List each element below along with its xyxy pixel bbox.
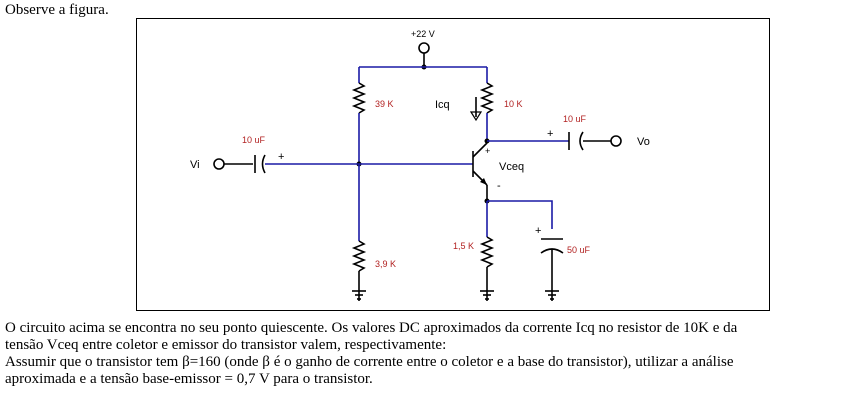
cout-plate-curved xyxy=(579,131,584,151)
question-line-4: aproximada e a tensão base-emissor = 0,7… xyxy=(5,371,373,387)
ground-ce-icon xyxy=(545,289,559,301)
ce-label: 50 uF xyxy=(567,245,591,255)
cin-plate-curved xyxy=(261,154,266,174)
vo-terminal xyxy=(610,135,622,147)
rc-resistor xyxy=(479,82,495,114)
re-label: 1,5 K xyxy=(453,241,474,251)
r1-label: 39 K xyxy=(375,99,394,109)
r2-resistor xyxy=(351,240,367,272)
rc-label: 10 K xyxy=(504,99,523,109)
cout-plus: + xyxy=(547,128,553,140)
emitter-to-ce-wire xyxy=(487,200,553,229)
icq-arrow-icon xyxy=(469,97,483,122)
header-text: Observe a figura. xyxy=(5,2,109,18)
question-line-2: tensão Vceq entre coletor e emissor do t… xyxy=(5,337,447,353)
supply-terminal xyxy=(418,42,430,54)
circuit-diagram: +22 V 39 K Vi 10 uF + 3,9 K xyxy=(136,18,770,311)
ground-re-icon xyxy=(480,289,494,301)
ground-r2-icon xyxy=(352,289,366,301)
vi-label: Vi xyxy=(190,159,200,171)
r2-label: 3,9 K xyxy=(375,259,396,269)
npn-transistor-icon xyxy=(472,142,488,186)
cin-plus: + xyxy=(278,151,284,163)
r1-resistor xyxy=(351,82,367,114)
vo-label: Vo xyxy=(637,136,650,148)
re-resistor xyxy=(479,236,495,268)
vceq-label: Vceq xyxy=(499,161,524,173)
question-line-3: Assumir que o transistor tem β=160 (onde… xyxy=(5,354,734,370)
question-text: O circuito acima se encontra no seu pont… xyxy=(5,320,850,388)
ce-plus: + xyxy=(535,225,541,237)
vi-terminal xyxy=(213,158,225,170)
question-line-1: O circuito acima se encontra no seu pont… xyxy=(5,320,738,336)
icq-label: Icq xyxy=(435,99,450,111)
cin-label: 10 uF xyxy=(242,135,266,145)
vceq-minus: - xyxy=(497,180,501,192)
vceq-plus: + xyxy=(485,146,490,156)
supply-label: +22 V xyxy=(411,29,435,39)
cout-label: 10 uF xyxy=(563,114,587,124)
